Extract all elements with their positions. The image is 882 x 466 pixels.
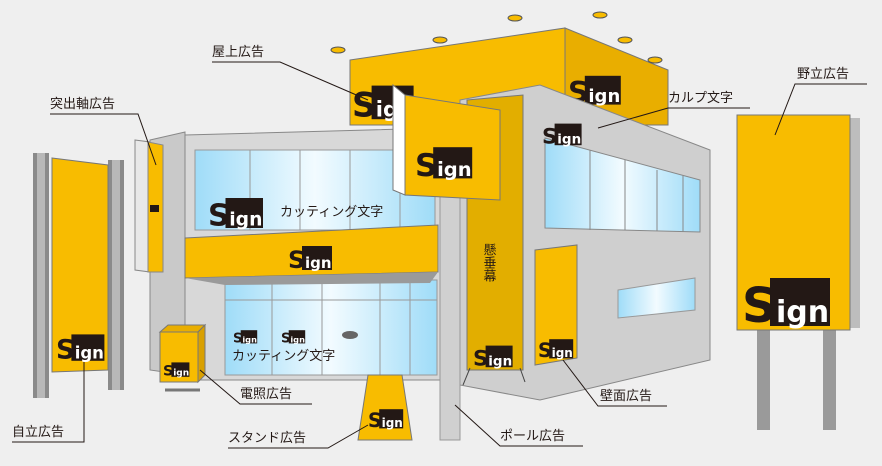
label-wall: 壁面広告 [600, 389, 652, 404]
label-projecting: 突出軸広告 [50, 96, 115, 112]
freestanding-sign [33, 153, 124, 398]
stand-sign [357, 374, 413, 441]
label-freestanding: 自立広告 [12, 425, 64, 440]
wall-sign [534, 244, 578, 366]
label-rooftop: 屋上広告 [212, 45, 264, 60]
cutting-letters-label-top: カッティング文字 [280, 205, 383, 220]
label-stand: スタンド広告 [228, 431, 306, 446]
label-channel-letters: カルプ文字 [668, 91, 733, 106]
banner-label: 懸垂幕 [481, 243, 497, 283]
billboard-sign [736, 114, 860, 430]
label-billboard: 野立広告 [797, 67, 849, 82]
pole-sign [392, 83, 501, 441]
callouts: 屋上広告 突出軸広告 カルプ文字 野立広告 自立広告 電照広告 スタンド広告 ポ… [12, 45, 867, 449]
projecting-sign [134, 139, 164, 273]
lightbox-sign [158, 323, 207, 392]
label-lightbox: 電照広告 [240, 387, 292, 402]
cutting-letters-label-bottom: カッティング文字 [232, 349, 335, 364]
label-pole: ポール広告 [500, 429, 565, 444]
